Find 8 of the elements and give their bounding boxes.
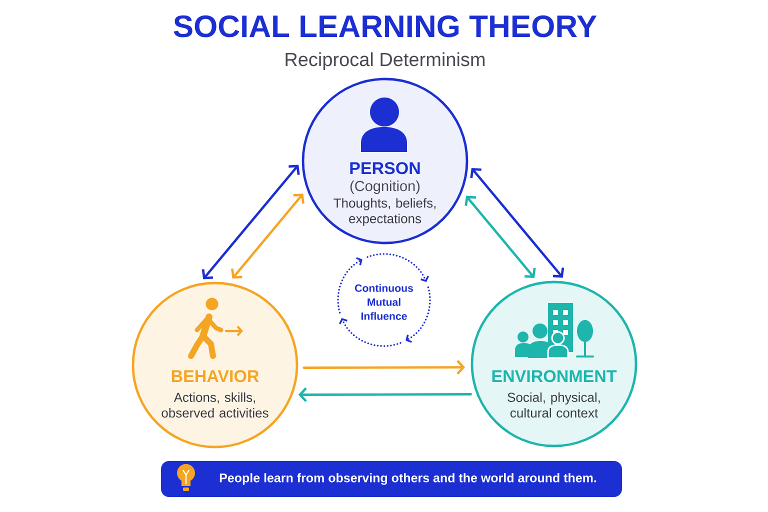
double-arrow [470, 168, 564, 278]
double-arrow [231, 194, 304, 279]
double-arrow [202, 164, 300, 280]
title: SOCIAL LEARNING THEORY [174, 15, 597, 38]
double-arrow [464, 196, 536, 278]
arrow [302, 360, 466, 375]
banner: People learn from observing others and the world around them. [161, 461, 622, 497]
arrow [298, 387, 472, 402]
